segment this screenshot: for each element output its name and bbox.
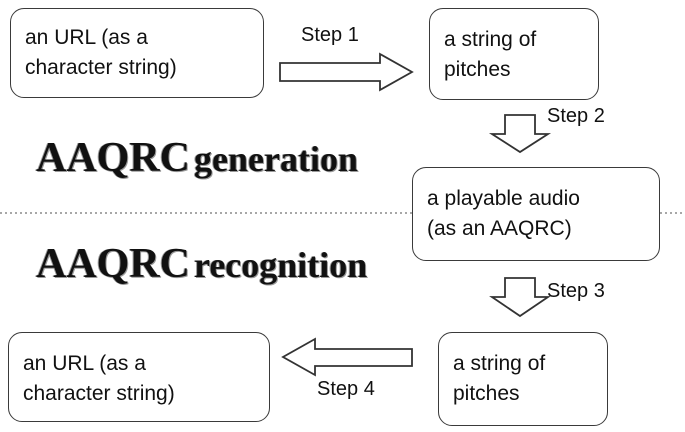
step1-arrow (279, 52, 414, 92)
recognition-title-word: recognition (194, 245, 368, 285)
generation-title-caps: AAQRC (36, 135, 190, 181)
pitches-top-line1: a string of (444, 28, 537, 51)
step4-arrow (281, 337, 413, 377)
url-output-line1: an URL (as a (23, 352, 146, 375)
url-input-line1: an URL (as a (25, 26, 148, 49)
step3-arrow (489, 277, 551, 318)
step2-label: Step 2 (547, 105, 605, 127)
recognition-title-caps: AAQRC (36, 241, 190, 287)
pitches-bottom-line1: a string of (453, 352, 546, 375)
pitches-bottom-box: a string of pitches (438, 332, 608, 426)
url-output-line2: character string) (23, 382, 175, 405)
step3-label: Step 3 (547, 280, 605, 302)
pitches-top-box: a string of pitches (429, 8, 599, 100)
url-input-box: an URL (as a character string) (10, 8, 264, 98)
pitches-top-line2: pitches (444, 58, 511, 81)
generation-title: AAQRC generation (36, 134, 358, 182)
generation-title-word: generation (194, 139, 358, 179)
audio-line1: a playable audio (427, 187, 580, 210)
url-output-box: an URL (as a character string) (8, 332, 270, 422)
step2-arrow (488, 114, 552, 154)
step1-label: Step 1 (301, 24, 359, 46)
audio-box: a playable audio (as an AAQRC) (412, 167, 660, 261)
pitches-bottom-line2: pitches (453, 382, 520, 405)
audio-line2: (as an AAQRC) (427, 217, 572, 240)
recognition-title: AAQRC recognition (36, 240, 367, 288)
url-input-line2: character string) (25, 56, 177, 79)
step4-label: Step 4 (317, 378, 375, 400)
